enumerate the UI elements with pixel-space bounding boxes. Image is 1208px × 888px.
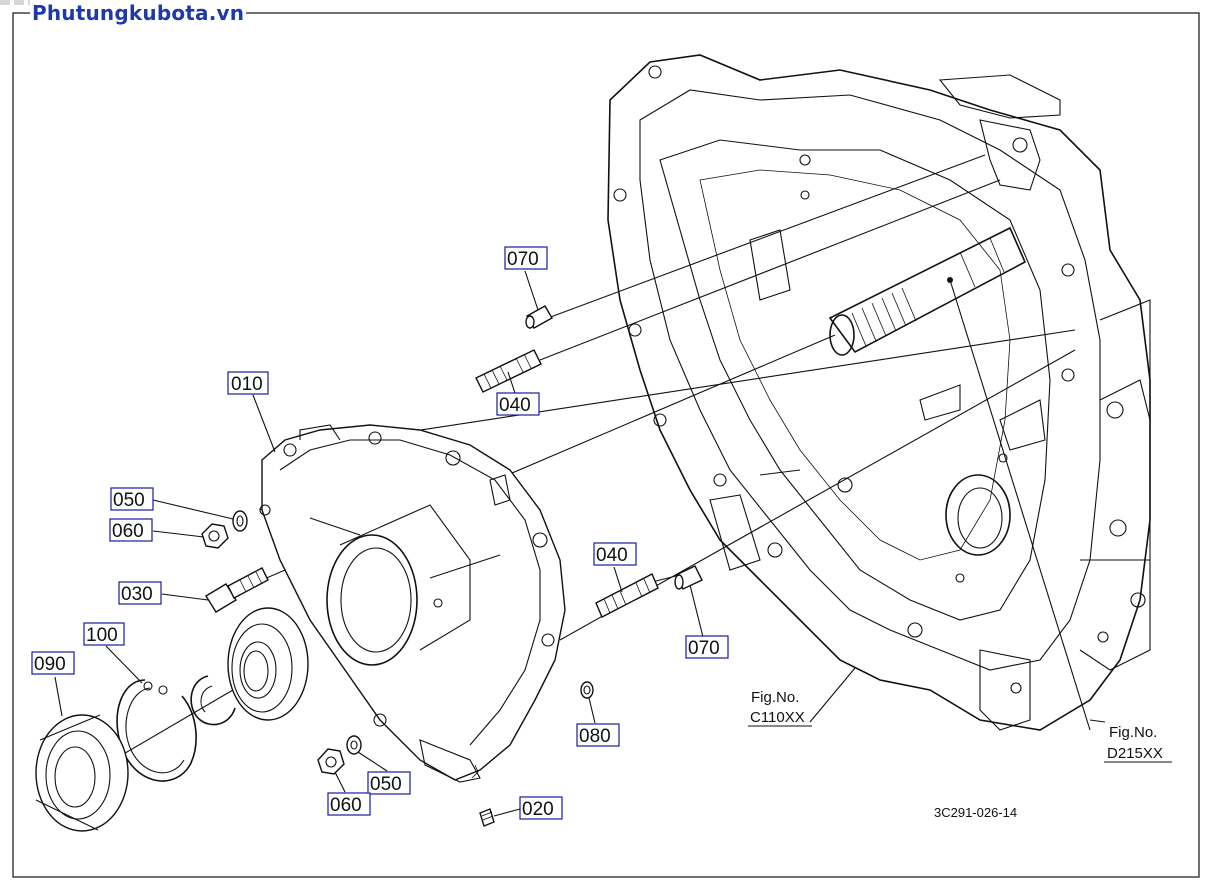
fig-ref-d215xx: Fig.No. D215XX [1104,724,1172,763]
callout-090-text: 090 [34,654,66,675]
callout-050-lower: 050 [367,771,411,795]
fig-ref-d215xx-code: D215XX [1107,745,1163,762]
alignment-lines [44,154,1091,801]
callout-100: 100 [83,622,125,646]
diagram-code: 3C291-026-14 [934,805,1017,820]
callout-030: 030 [118,581,162,605]
callout-050-upper-text: 050 [113,490,145,511]
callout-080-text: 080 [579,726,611,747]
callout-060-lower-text: 060 [330,795,362,816]
callout-040-upper-text: 040 [499,395,531,416]
washer-050-upper [232,510,248,532]
transmission-housing [607,54,1151,731]
stud-040-lower [595,573,659,618]
callout-050-upper: 050 [110,487,154,511]
callout-100-text: 100 [86,625,118,646]
callout-030-text: 030 [121,584,153,605]
callout-060-lower: 060 [327,792,371,816]
nut-060-lower [317,748,345,775]
cover-part-010 [259,424,566,783]
callout-060-upper-text: 060 [112,521,144,542]
callout-070-upper-text: 070 [507,249,539,270]
fig-ref-c110xx-code: C110XX [750,709,805,726]
ball-bearing [227,607,309,721]
callout-010-text: 010 [231,374,263,395]
o-ring-080 [580,681,594,699]
snap-ring-small [190,675,236,726]
dowel-pin-070-lower [674,565,703,590]
callout-070-lower: 070 [685,635,729,659]
fig-ref-c110xx-label: Fig.No. [751,689,799,706]
callout-080: 080 [576,723,620,747]
fig-ref-d215xx-label: Fig.No. [1109,724,1157,741]
callout-070-lower-text: 070 [688,638,720,659]
circlip-100 [116,679,197,782]
stud-040-upper [475,349,542,393]
fig-ref-c110xx: Fig.No. C110XX [748,689,812,727]
leader-lines [54,270,1106,817]
washer-050-lower [346,735,362,755]
callout-010: 010 [227,371,269,395]
callout-050-lower-text: 050 [370,774,402,795]
dowel-pin-070-upper [525,305,553,329]
callout-020-text: 020 [522,799,554,820]
nut-060-upper [201,523,229,549]
diagram-frame [12,12,1200,878]
callout-040-lower: 040 [593,542,637,566]
callout-040-upper: 040 [496,392,540,416]
callout-090: 090 [31,651,75,675]
bolt-030 [205,567,269,613]
callout-060-upper: 060 [109,518,153,542]
spline-pattern [851,287,917,347]
callout-070-upper: 070 [504,246,548,270]
site-watermark: Phutungkubota.vn [30,0,247,26]
callout-020: 020 [519,796,563,820]
plug-020 [479,808,495,827]
callout-040-lower-text: 040 [596,545,628,566]
oil-seal-090 [35,714,129,832]
